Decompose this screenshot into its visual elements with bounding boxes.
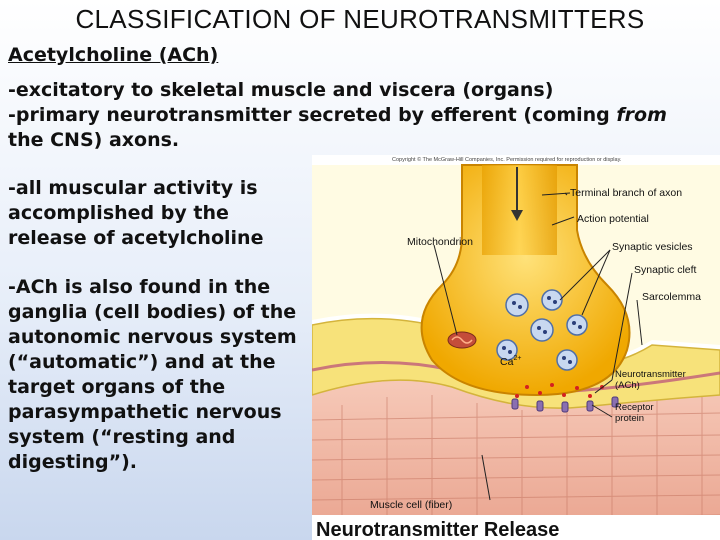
paragraph-autonomic: -ACh is also found in the ganglia (cell … [8, 276, 297, 473]
label-synaptic-cleft: Synaptic cleft [634, 264, 697, 276]
figure-copyright: Copyright © The McGraw-Hill Companies, I… [392, 156, 622, 163]
label-calcium: Ca2+ [500, 355, 521, 368]
figure-caption: Neurotransmitter Release [316, 519, 559, 540]
paragraph-efferent: -excitatory to skeletal muscle and visce… [8, 78, 708, 153]
receptor-proteins [511, 396, 619, 413]
muscle-fiber [312, 379, 720, 540]
label-protein: protein [615, 413, 644, 424]
leader-lines [433, 192, 643, 501]
label-calcium-text: Ca [500, 356, 514, 368]
paragraph-efferent-italic: from [616, 104, 667, 126]
label-ach: (ACh) [615, 380, 640, 391]
paragraph-muscular-activity: -all muscular activity is accomplished b… [8, 177, 264, 249]
label-neurotransmitter: Neurotransmitter [615, 369, 686, 380]
synapse-diagram: Copyright © The McGraw-Hill Companies, I… [312, 156, 720, 540]
slide-title: CLASSIFICATION OF NEUROTRANSMITTERS [75, 4, 645, 34]
label-terminal-branch: Terminal branch of axon [570, 187, 682, 199]
label-mitochondrion: Mitochondrion [407, 236, 473, 248]
label-muscle-cell: Muscle cell (fiber) [370, 499, 452, 511]
section-heading: Acetylcholine (ACh) [8, 44, 219, 66]
synaptic-vesicles [496, 289, 588, 371]
caption-background [312, 515, 720, 540]
label-synaptic-vesicles: Synaptic vesicles [612, 241, 693, 253]
label-sarcolemma: Sarcolemma [642, 291, 701, 303]
paragraph-efferent-text-b: the CNS) axons. [8, 129, 180, 151]
label-calcium-sup: 2+ [513, 355, 521, 362]
paragraph-efferent-text-a: -excitatory to skeletal muscle and visce… [8, 79, 610, 126]
label-receptor: Receptor [615, 402, 654, 413]
neurotransmitter-release-figure: Copyright © The McGraw-Hill Companies, I… [312, 155, 720, 540]
label-action-potential: Action potential [577, 213, 649, 225]
